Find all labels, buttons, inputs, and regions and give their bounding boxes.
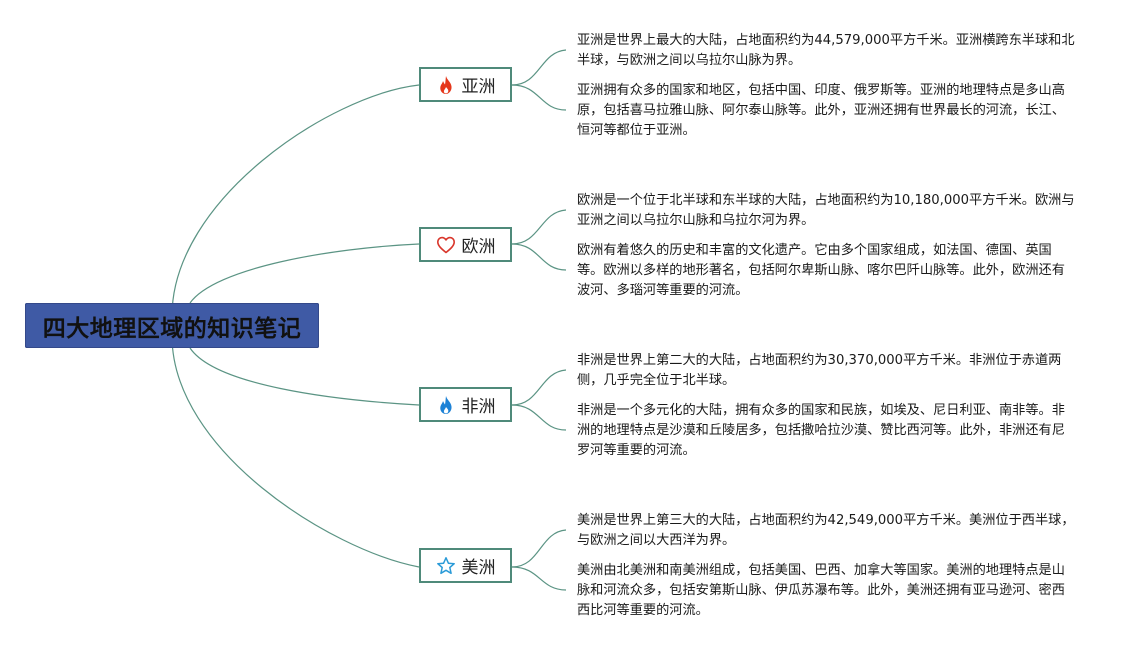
root-topic[interactable]: 四大地理区域的知识笔记 [25, 303, 319, 348]
fire-blue-icon [436, 395, 456, 415]
connector-europe-note-1 [511, 209, 567, 245]
note-africa-1: 非洲是世界上第二大的大陆，占地面积约为30,370,000平方千米。非洲位于赤道… [577, 353, 1062, 388]
branch-label-europe: 欧洲 [461, 237, 496, 257]
branch-label-africa: 非洲 [461, 397, 496, 417]
connector-europe-note-2 [511, 243, 567, 271]
branch-asia[interactable]: 亚洲 [419, 67, 512, 102]
heart-outline-icon [436, 235, 456, 255]
connector-africa-note-1 [511, 369, 567, 406]
connector-root-america [171, 335, 420, 568]
connector-root-europe [189, 243, 420, 304]
note-asia-2: 亚洲拥有众多的国家和地区，包括中国、印度、俄罗斯等。亚洲的地理特点是多山高原，包… [577, 83, 1065, 138]
branch-america[interactable]: 美洲 [419, 548, 512, 583]
connector-asia-note-2 [511, 84, 567, 111]
note-europe-2: 欧洲有着悠久的历史和丰富的文化遗产。它由多个国家组成，如法国、德国、英国等。欧洲… [577, 243, 1065, 298]
connector-africa-note-2 [511, 404, 567, 431]
connector-root-asia [171, 84, 420, 317]
root-title: 四大地理区域的知识笔记 [42, 315, 302, 342]
branch-label-america: 美洲 [461, 558, 496, 578]
note-america-2: 美洲由北美洲和南美洲组成，包括美国、巴西、加拿大等国家。美洲的地理特点是山脉和河… [577, 563, 1065, 618]
star-outline-icon [436, 556, 456, 576]
note-america-1: 美洲是世界上第三大的大陆，占地面积约为42,549,000平方千米。美洲位于西半… [577, 513, 1075, 548]
note-asia-1: 亚洲是世界上最大的大陆，占地面积约为44,579,000平方千米。亚洲横跨东半球… [577, 33, 1075, 68]
connector-asia-note-1 [511, 49, 567, 86]
note-africa-2: 非洲是一个多元化的大陆，拥有众多的国家和民族，如埃及、尼日利亚、南非等。非洲的地… [577, 403, 1065, 458]
branch-label-asia: 亚洲 [461, 77, 496, 97]
branch-africa[interactable]: 非洲 [419, 387, 512, 422]
branch-europe[interactable]: 欧洲 [419, 227, 512, 262]
note-europe-1: 欧洲是一个位于北半球和东半球的大陆，占地面积约为10,180,000平方千米。欧… [577, 193, 1075, 228]
connector-america-note-2 [511, 566, 567, 591]
connector-america-note-1 [511, 529, 567, 568]
connector-root-africa [189, 347, 420, 406]
fire-red-icon [436, 75, 456, 95]
